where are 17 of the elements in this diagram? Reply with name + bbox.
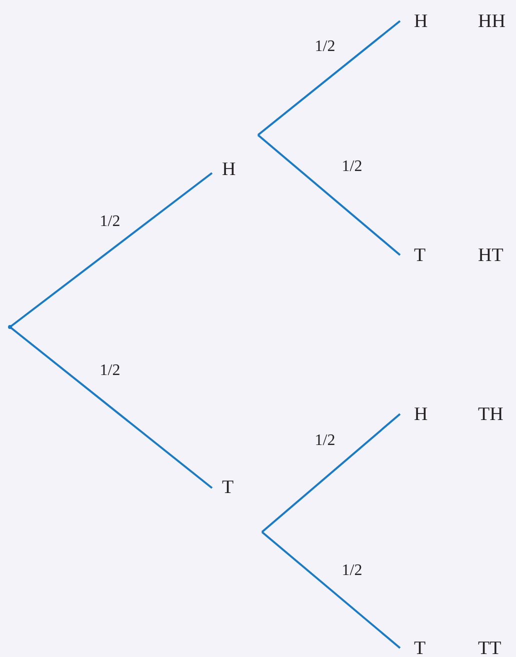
tree-branch <box>9 172 213 328</box>
outcome-pair: HT <box>478 246 504 265</box>
tree-branch <box>9 326 213 489</box>
tree-branch <box>261 413 401 533</box>
tree-branch <box>257 134 401 256</box>
outcome-letter: H <box>414 12 428 31</box>
outcome-letter: T <box>414 639 426 657</box>
branch-point <box>8 325 12 329</box>
tree-branch <box>257 20 401 136</box>
outcome-pair: TT <box>478 639 502 657</box>
outcome-letter: H <box>414 405 428 424</box>
outcome-letter: T <box>414 246 426 265</box>
tree-branch <box>261 531 401 649</box>
outcome-letter: H <box>222 160 236 179</box>
outcome-pair: TH <box>478 405 504 424</box>
outcome-pair: HH <box>478 12 506 31</box>
outcome-letter: T <box>222 478 234 497</box>
